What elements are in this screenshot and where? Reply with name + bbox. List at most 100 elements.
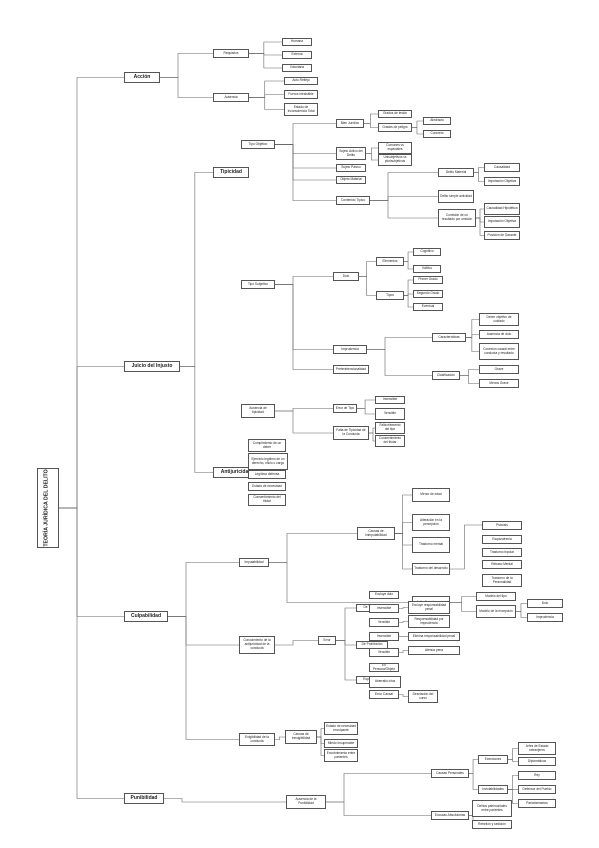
node-label: Tipo Objetivo <box>248 141 268 146</box>
node-label: Defensor del Pueblo <box>522 786 552 791</box>
connector-impru-clasif <box>367 349 432 376</box>
node-label: Exenciones <box>484 756 502 761</box>
node-label: Esquizofrenia <box>492 536 512 541</box>
node-label: Contenido Típico <box>340 197 366 202</box>
node-label: Trastorno mental <box>419 542 443 547</box>
node-label: Dolo <box>342 273 350 278</box>
connector-root-juicio <box>59 366 124 509</box>
connector-caract-car3 <box>466 337 479 352</box>
connector-ausencia-inconsc <box>249 97 284 110</box>
node-label: Causas Personales <box>436 770 464 775</box>
node-err2: Vencible <box>375 408 405 420</box>
node-dp2: Vencible <box>369 648 399 657</box>
connector-accion-ausencia <box>160 77 213 98</box>
connector-tipos-primergrado <box>404 279 413 296</box>
node-objmat: Objeto Material <box>336 176 366 184</box>
connector-alic-al1 <box>450 596 476 603</box>
node-ci3: Trastorno mental <box>412 537 450 553</box>
connector-al2-al2a <box>516 603 527 612</box>
connector-es3-es3a <box>399 694 408 697</box>
node-inv1: Rey <box>518 771 556 780</box>
connector-root-culpa <box>59 507 124 617</box>
node-label: Error de Tipo <box>335 405 355 410</box>
connector-contenido-comision <box>370 200 438 219</box>
node-fuerza: Fuerza irresistible <box>284 90 318 99</box>
connector-ausenciatip-errtipo <box>275 408 333 412</box>
node-tipoobj: Tipo Objetivo <box>241 140 275 149</box>
node-label: Ausencia de tipicidad <box>249 406 267 414</box>
connector-clasif-menosgrave <box>460 375 479 384</box>
node-dt1: Excluye dolo <box>369 591 399 599</box>
connector-dolo-tipos <box>359 276 376 296</box>
connector-ausenciatip-faltaconc <box>275 410 333 434</box>
connector-resmat-causalidad <box>474 167 484 173</box>
connector-juicio-antijur <box>180 366 213 473</box>
node-label: Atenúa pena <box>424 647 444 652</box>
node-label: Encubrimiento entre parientes <box>326 750 356 759</box>
node-label: Ausencia de la Punibilidad <box>295 797 317 805</box>
node-label: Eventual <box>421 304 435 309</box>
node-label: Causas de inimputabilidad <box>365 528 387 537</box>
node-eventual: Eventual <box>413 303 443 311</box>
connector-causainimp-ci3 <box>395 533 412 546</box>
node-humana: Humana <box>282 38 312 46</box>
connector-impru-caract <box>367 337 432 350</box>
connector-alic-al2 <box>450 602 476 612</box>
node-label: Volitivo <box>421 266 433 271</box>
node-ausepun: Ausencia de la Punibilidad <box>286 795 326 809</box>
node-dt2: Invencible <box>369 604 399 613</box>
connector-error-especiales <box>336 640 356 681</box>
node-causalidad2: Causalidad Hipotética <box>484 203 520 215</box>
connector-requisitos-humana <box>249 41 282 54</box>
node-causasper: Causas Personales <box>431 769 469 778</box>
node-label: Modelo de la excepción <box>479 608 513 613</box>
node-label: Ausencia de dolo <box>486 331 512 336</box>
node-preterint: Preterintencionalidad <box>333 365 369 374</box>
node-label: Conocimiento de la antijuricidad de la c… <box>243 638 271 650</box>
node-label: Delitos patrimoniales entre parientes <box>477 803 507 812</box>
node-label: Modelo del tipo <box>485 593 507 598</box>
node-ex3: Encubrimiento entre parientes <box>324 749 358 762</box>
node-errtipo: Error de Tipo <box>333 404 357 413</box>
node-label: Rey <box>534 772 540 777</box>
node-causalidad: Causalidad <box>484 163 520 172</box>
node-imputobj: Imputación Objetiva <box>484 177 520 186</box>
node-cognitivo: Cognitivo <box>413 248 441 256</box>
node-primergrado: Primer Grado <box>413 276 443 284</box>
node-car3: Conexión causal entre conducta y resulta… <box>479 343 519 360</box>
node-exen2: Diplomáticos <box>518 757 556 766</box>
node-label: Consentimiento del titular <box>253 495 281 503</box>
node-unisub: Unisubjetivos vs plurisubjetivos <box>378 154 412 166</box>
connector-dolo-elementos <box>359 261 376 277</box>
node-label: Imputabilidad <box>244 559 264 564</box>
node-root: TEORÍA JURÍDICA DEL DELITO <box>37 468 59 548</box>
connector-elementos-cognitivo <box>404 251 413 262</box>
node-inv3: Parlamentarios <box>518 799 556 808</box>
connector-ausepun-excusas <box>326 801 431 816</box>
connector-concantij-error <box>275 640 318 646</box>
node-culpa: Culpabilidad <box>124 611 168 622</box>
node-tipos: Tipos <box>376 291 404 300</box>
node-label: Culpabilidad <box>131 612 161 619</box>
connector-culpa-imputab <box>168 562 239 617</box>
connector-tipoobj-objmat <box>275 144 336 181</box>
connector-inviol-inv3 <box>508 789 518 804</box>
node-bienjur: Bien Jurídico <box>336 119 364 128</box>
connector-imputab-alic <box>269 562 412 603</box>
node-resform: Delito simple actividad <box>438 190 474 203</box>
node-label: Comisión de un resultado por omisión <box>441 213 473 221</box>
node-al2b: Imprudencia <box>527 613 563 622</box>
node-dp1: Invencible <box>369 632 399 641</box>
connector-puni-ausepun <box>164 798 286 803</box>
node-menosgrave: Menos Grave <box>479 379 519 388</box>
node-dt2a: Excluye responsabilidad penal <box>408 601 450 614</box>
connector-dt3-dt3a <box>399 621 408 623</box>
node-es3a: Desviación del curso <box>408 690 438 703</box>
connector-bienjur-grado <box>364 113 378 124</box>
node-label: Error <box>323 637 331 642</box>
node-label: Delito simple actividad <box>440 193 472 198</box>
connector-tipoobj-sujactivo <box>275 144 336 154</box>
connector-contenido-resform <box>370 196 438 201</box>
connector-ausencia-actoreflejo <box>249 80 284 98</box>
